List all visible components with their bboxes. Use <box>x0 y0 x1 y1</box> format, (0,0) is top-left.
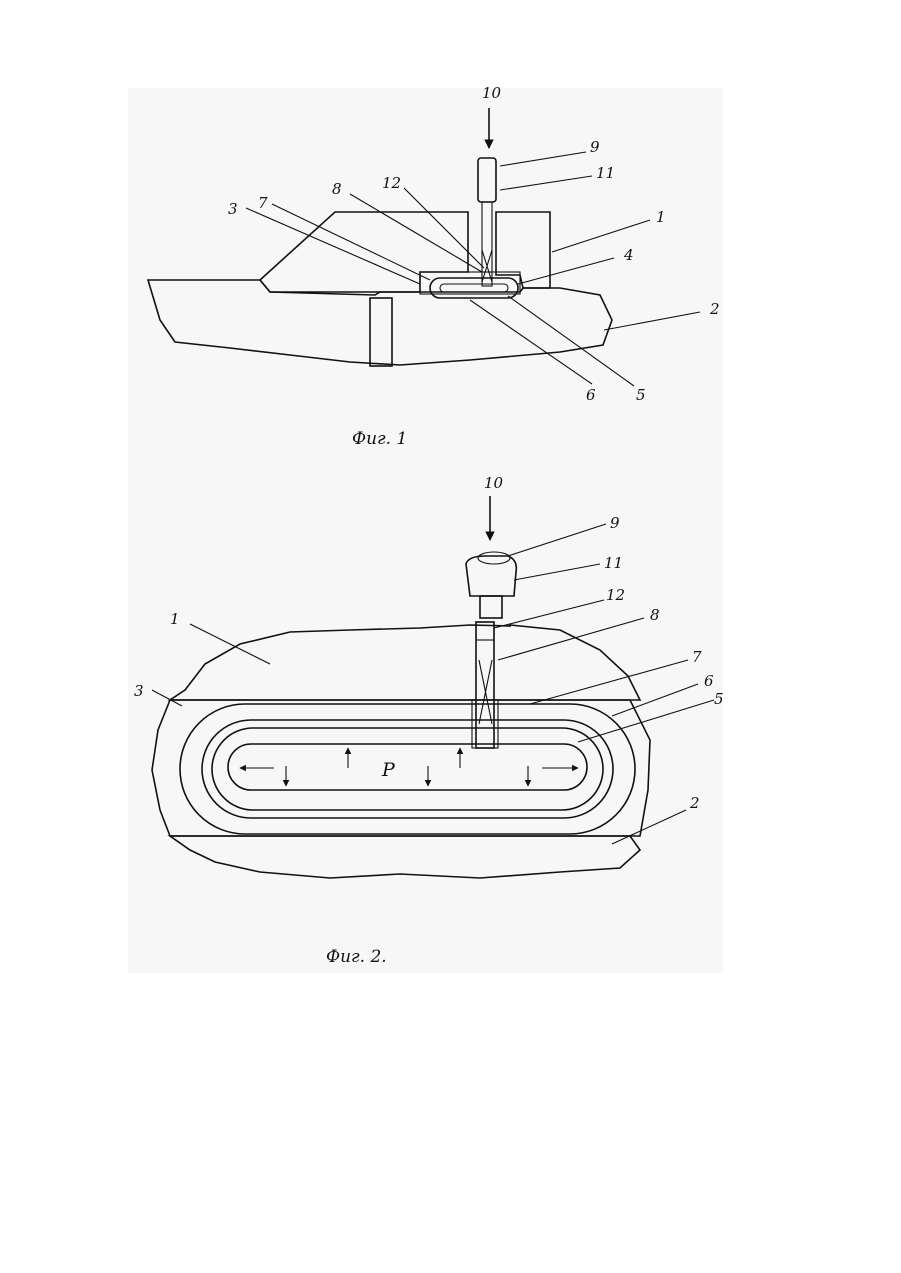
fig1-label-10: 10 <box>482 84 502 102</box>
fig2-caption: Фиг. 2. <box>326 947 387 967</box>
fig1-label-11: 11 <box>596 164 615 182</box>
fig2-label-12: 12 <box>606 586 625 604</box>
fig2-label-2: 2 <box>689 794 700 812</box>
nozzle-head <box>466 556 516 596</box>
fig2-label-11: 11 <box>604 554 623 572</box>
part-1-upper-left <box>260 212 468 295</box>
figure-1: 10 9 11 12 8 7 3 1 4 2 6 5 Фиг. 1 <box>148 84 720 449</box>
part-1-top <box>170 625 640 700</box>
fig2-label-6: 6 <box>704 672 714 690</box>
fig1-label-1: 1 <box>656 208 666 226</box>
leader-lines-fig1 <box>246 152 700 386</box>
figure-2: P 10 9 11 12 8 1 3 7 6 <box>134 474 724 967</box>
fig1-label-5: 5 <box>636 386 646 404</box>
fig1-label-7: 7 <box>258 194 268 212</box>
fig2-label-1: 1 <box>170 610 180 628</box>
fig2-label-5: 5 <box>714 690 724 708</box>
vertical-slot <box>370 298 392 366</box>
bladder-gap <box>202 720 613 818</box>
bladder-layers <box>430 278 518 298</box>
fig2-label-8: 8 <box>650 606 660 624</box>
fig1-label-8: 8 <box>332 180 342 198</box>
fig2-label-10: 10 <box>484 474 504 492</box>
bladder-inner <box>440 284 508 292</box>
part-1-upper-right <box>496 212 550 288</box>
nozzle-11-fig2 <box>480 596 502 618</box>
fig1-label-12: 12 <box>382 174 401 192</box>
pressure-arrows <box>240 748 578 786</box>
bladder-outer-layer <box>180 704 635 834</box>
nozzle-11 <box>478 158 496 202</box>
fig2-label-7: 7 <box>692 648 702 666</box>
fig1-label-3: 3 <box>228 200 238 218</box>
pressure-label-p: P <box>381 759 396 781</box>
fig2-label-9: 9 <box>610 514 620 532</box>
fig1-label-9: 9 <box>590 138 600 156</box>
needle-12 <box>482 202 492 286</box>
fig1-label-2: 2 <box>709 300 720 318</box>
needle-12-fig2 <box>476 622 494 748</box>
fig1-label-4: 4 <box>623 246 634 264</box>
bladder-inner-layer <box>212 728 603 810</box>
fig1-label-6: 6 <box>586 386 596 404</box>
bladder-cavity <box>228 744 587 790</box>
fig1-caption: Фиг. 1 <box>352 429 407 449</box>
part-2-bottom <box>170 836 640 878</box>
fig2-label-3: 3 <box>134 682 144 700</box>
